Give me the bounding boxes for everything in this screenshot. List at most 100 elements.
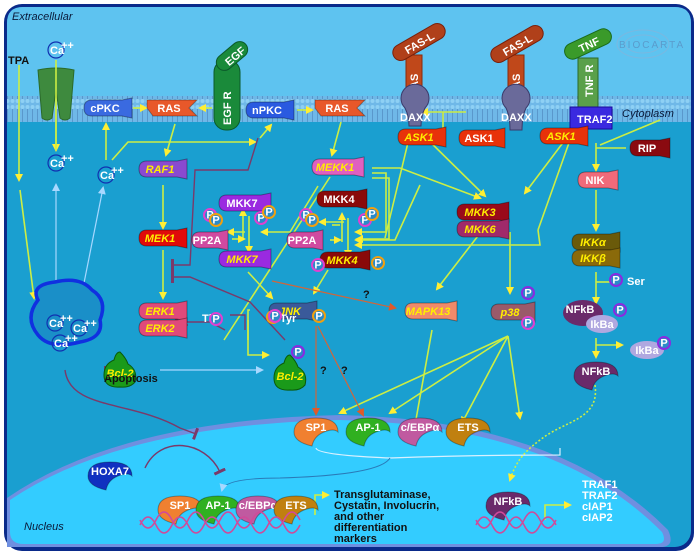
phosphate-label: P <box>308 215 315 227</box>
mkk6-shape <box>456 218 510 240</box>
daxx-2[interactable]: DAXX <box>501 83 532 131</box>
calcium-ion: Ca++ <box>70 318 97 337</box>
mekk1-node[interactable]: MEKK1 <box>311 156 365 178</box>
p38-node[interactable]: p38 <box>490 301 536 323</box>
phosphate-icon: P <box>291 345 305 359</box>
ap1-node[interactable]: AP-1 <box>345 417 391 447</box>
mkk6-node[interactable]: MKK6 <box>456 218 510 240</box>
etsn-label: ETS <box>285 500 306 512</box>
cebp-shape <box>397 417 443 447</box>
p38-label: p38 <box>500 307 521 319</box>
bcl2-node[interactable]: Bcl-2 <box>103 351 137 388</box>
nucleus-label: Nucleus <box>24 521 64 533</box>
phosphate-ring <box>521 316 535 330</box>
ets-node[interactable]: ETS <box>445 417 491 447</box>
nik-node[interactable]: NIK <box>577 169 619 191</box>
nik-shape <box>577 169 619 191</box>
bcl2p-node[interactable]: Bcl-2 <box>273 354 307 391</box>
ask1b-node[interactable]: ASK1 <box>458 127 506 149</box>
mapk13-node[interactable]: MAPK13 <box>404 300 458 322</box>
calcium-ion-ring <box>47 154 65 172</box>
ap1-shape <box>345 417 391 447</box>
mkk7p-shape <box>218 248 272 270</box>
ap1n-node[interactable]: AP-1 <box>195 495 241 525</box>
sp1n-node[interactable]: SP1 <box>157 495 203 525</box>
phosphate-ring <box>365 207 379 221</box>
tnf-receptor[interactable]: TNF R <box>577 57 599 111</box>
pp2a2-node[interactable]: PP2A <box>286 229 324 251</box>
mkk4-node[interactable]: MKK4 <box>316 188 368 210</box>
phosphate-label: P <box>212 314 219 326</box>
cpkc-node[interactable]: cPKC <box>83 97 133 119</box>
ask1a-node[interactable]: ASK1 <box>397 126 447 148</box>
ras2-node[interactable]: RAS <box>314 99 367 117</box>
calcium-ion-charge: ++ <box>111 165 124 177</box>
mkk3-node[interactable]: MKK3 <box>456 201 510 223</box>
mkk7p-label: MKK7 <box>226 254 258 266</box>
ap1n-shape <box>195 495 241 525</box>
traf2-box[interactable]: TRAF2 <box>569 106 613 130</box>
ask1c-node[interactable]: ASK1 <box>539 125 589 147</box>
rip-node[interactable]: RIP <box>629 137 671 159</box>
phosphate-label: P <box>265 207 272 219</box>
mek1-shape <box>138 227 188 249</box>
cebp-node[interactable]: c/EBPα <box>397 417 443 447</box>
calcium-ion-ring <box>97 166 115 184</box>
mkk4p-node[interactable]: MKK4 <box>319 249 371 271</box>
erk2-node[interactable]: ERK2 <box>138 317 188 339</box>
nfkb_cyto-node[interactable]: NFkB <box>573 361 619 391</box>
hoxa7-node[interactable]: HOXA7 <box>87 461 133 491</box>
phosphate-label: P <box>206 210 213 222</box>
dna-left <box>139 511 301 534</box>
erk1-node[interactable]: ERK1 <box>138 300 188 322</box>
calcium-ion-label: Ca <box>49 318 64 330</box>
calcium-ion-label: Ca <box>100 170 115 182</box>
raf1-node[interactable]: RAF1 <box>138 158 188 180</box>
phosphate-icon: P <box>312 309 326 323</box>
mkk7p-node[interactable]: MKK7 <box>218 248 272 270</box>
phosphate-label: P <box>315 311 322 323</box>
npkc-node[interactable]: nPKC <box>245 99 295 121</box>
ras2-shape <box>314 99 367 117</box>
tf-bracket <box>315 447 561 459</box>
mapk13-shape <box>404 300 458 322</box>
question-mark: ? <box>363 289 370 301</box>
cytoplasm-label: Cytoplasm <box>622 108 674 120</box>
ikkb-node[interactable]: IKKβ <box>571 247 621 269</box>
ikkb-label: IKKβ <box>580 253 606 265</box>
extracellular-label: Extracellular <box>12 11 74 23</box>
jnk-label: JNK <box>279 306 302 318</box>
raf1-label: RAF1 <box>146 164 175 176</box>
erk2-shape <box>138 317 188 339</box>
calcium-ion: Ca++ <box>46 313 73 332</box>
calcium-ion-ring <box>47 41 65 59</box>
erk1-shape <box>138 300 188 322</box>
target-gene-line: cIAP1 <box>582 501 613 513</box>
calcium-ion-charge: ++ <box>61 40 74 52</box>
calcium-ion-charge: ++ <box>60 313 73 325</box>
bcl2p-label: Bcl-2 <box>277 371 304 383</box>
calcium-ion-label: Ca <box>73 323 88 335</box>
ask1c-label: ASK1 <box>545 131 575 143</box>
calcium-ion-charge: ++ <box>61 153 74 165</box>
calcium-ion: Ca++ <box>51 333 78 352</box>
daxx-1[interactable]: DAXX <box>400 83 431 127</box>
phosphate-label: P <box>294 347 301 359</box>
phosphate-icon: P <box>521 316 535 330</box>
phosphate-icon: P <box>268 309 282 323</box>
phosphate-ring <box>268 309 282 323</box>
sp1-node[interactable]: SP1 <box>293 417 339 447</box>
pp2a1-node[interactable]: PP2A <box>191 229 229 251</box>
sp1n-label: SP1 <box>170 500 191 512</box>
hoxa7-label: HOXA7 <box>91 466 129 478</box>
ask1a-label: ASK1 <box>403 132 433 144</box>
phosphate-label: P <box>212 215 219 227</box>
ras1-node[interactable]: RAS <box>146 99 199 117</box>
mek1-node[interactable]: MEK1 <box>138 227 188 249</box>
differentiation-markers-text: Transglutaminase,Cystatin, Involucrin,an… <box>334 489 439 545</box>
mkk7-node[interactable]: MKK7 <box>218 192 272 214</box>
ikka-node[interactable]: IKKα <box>571 231 621 253</box>
ikba-free-node[interactable]: IkBa <box>630 341 664 359</box>
nik-label: NIK <box>586 175 605 187</box>
